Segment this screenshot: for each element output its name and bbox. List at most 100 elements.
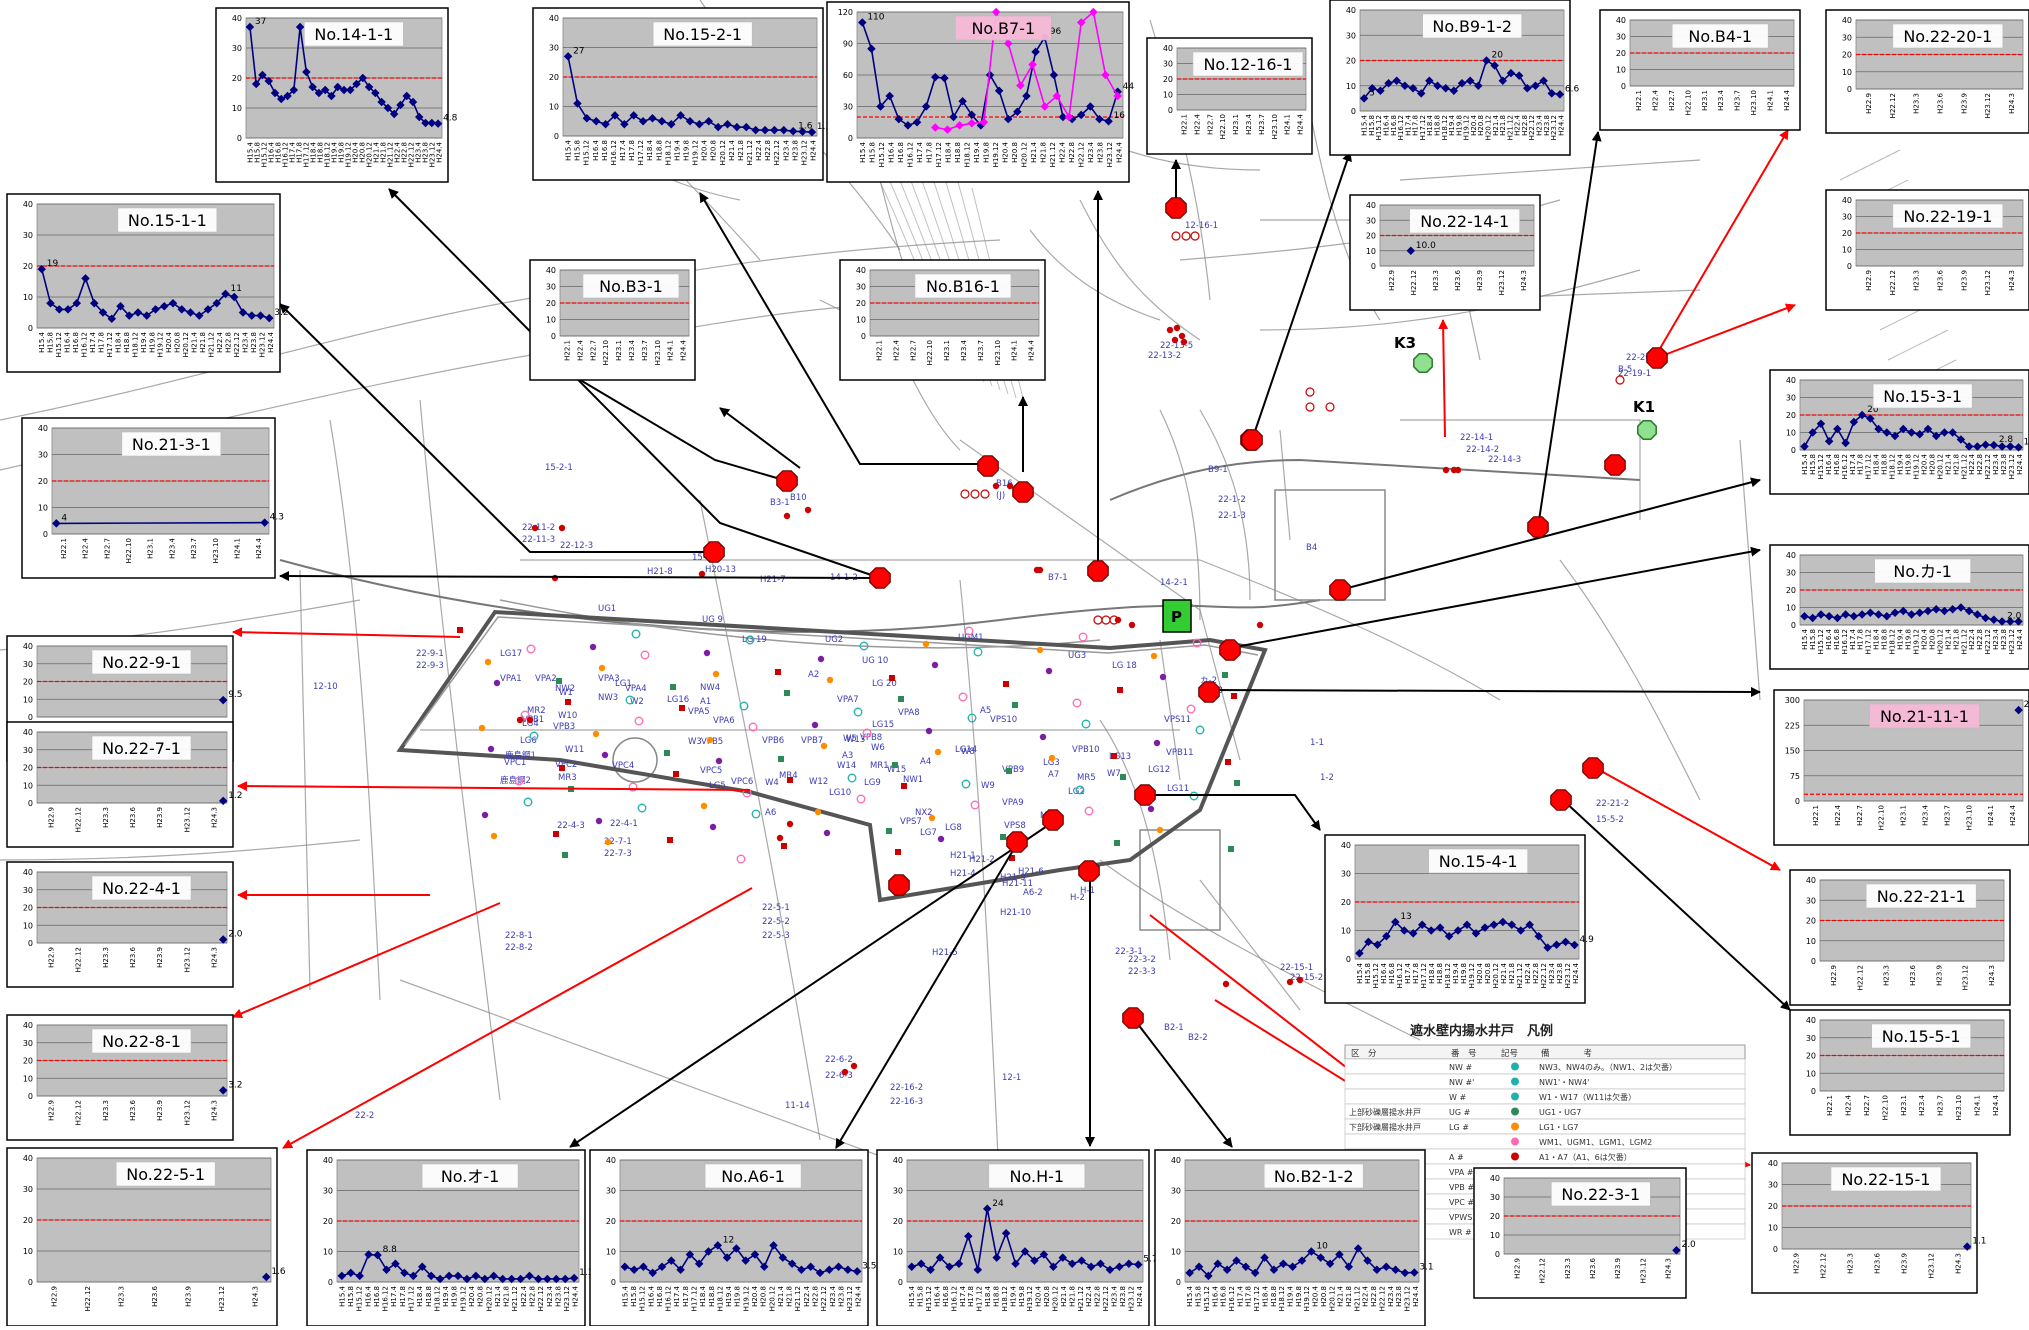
map-label: 22-14-2 [1466, 445, 1499, 455]
red-arrow [1591, 765, 1781, 871]
map-label: 22-7-3 [604, 849, 632, 859]
y-tick-label: 0 [1371, 262, 1376, 271]
well-ring [1072, 698, 1082, 708]
map-label: 22-7-1 [604, 837, 632, 847]
map-label: NX2 [915, 808, 933, 818]
x-tick-label: H16.4 [364, 1285, 372, 1306]
x-tick-label: H17.12 [1865, 629, 1873, 654]
chart-title-box [1830, 1166, 1942, 1192]
map-label: B4 [1306, 543, 1317, 553]
map-label: VPC2 [555, 760, 577, 770]
data-point [1561, 937, 1570, 947]
contour-line [1199, 559, 1501, 701]
x-tick-label: H17.8 [967, 1286, 975, 1307]
data-point [722, 1253, 732, 1262]
x-tick-label: H22.10 [602, 340, 610, 365]
data-point [262, 1272, 271, 1282]
data-point [843, 1265, 853, 1275]
y-tick-label: 30 [1171, 1187, 1181, 1196]
x-tick-label: H24.4 [1297, 113, 1305, 134]
well-dot [592, 730, 600, 738]
x-tick-label: H22.4 [1514, 114, 1522, 135]
x-tick-label: H15.12 [1203, 1286, 1211, 1311]
data-label: 3.2 [274, 308, 288, 318]
legend-header: 番 号 [1451, 1048, 1477, 1059]
x-tick-label: H23.3 [1883, 965, 1891, 986]
data-point [377, 97, 386, 107]
y-tick-label: 0 [28, 713, 33, 722]
data-point [1355, 949, 1364, 958]
data-point [552, 1274, 561, 1284]
series-line [935, 10, 1119, 131]
monitoring-well-marker [1042, 809, 1064, 831]
x-tick-label: H23.12 [1564, 963, 1572, 988]
data-point [1471, 929, 1481, 938]
map-label: 22-15-1 [1280, 963, 1313, 973]
data-point [1899, 424, 1908, 434]
x-tick-label: H22.12 [75, 947, 83, 972]
data-point [1115, 1262, 1124, 1271]
data-label: 20 [1867, 405, 1879, 415]
map-label: LG3 [1043, 758, 1060, 768]
data-point [1372, 1265, 1382, 1275]
map-label: VPA9 [1002, 798, 1024, 808]
y-tick-label: 40 [23, 1154, 33, 1163]
map-label: 22-6-3 [825, 1071, 853, 1081]
x-tick-label: H15.12 [1372, 963, 1380, 988]
x-tick-label: H20.4 [751, 1285, 759, 1306]
x-tick-label: H21.8 [1499, 115, 1507, 136]
well-dot [934, 748, 942, 756]
data-point [1964, 606, 1974, 616]
x-tick-label: H20.4 [468, 1285, 476, 1306]
chart-title: No.カ-1 [1893, 562, 1952, 581]
data-point [694, 1259, 704, 1268]
red-well [804, 506, 812, 514]
chart-title: No.22-8-1 [102, 1032, 181, 1051]
x-tick-label: H23.3 [1432, 270, 1440, 291]
data-point [1194, 1262, 1204, 1271]
black-arrow [1339, 477, 1761, 591]
map-label: VPS10 [990, 715, 1017, 725]
x-tick-label: H24.4 [1028, 339, 1036, 360]
x-tick-label: H18.12 [1278, 1286, 1286, 1311]
data-point [444, 1271, 454, 1281]
x-tick-label: H19.12 [157, 332, 165, 357]
data-label: 1.5 [2024, 437, 2029, 447]
well-dot [820, 742, 828, 750]
data-point [421, 118, 430, 128]
chart-title-box [988, 1163, 1086, 1189]
legend-header: 備 考 [1541, 1048, 1592, 1059]
map-label: LG1 [615, 679, 632, 689]
data-point [1981, 613, 1990, 623]
y-tick-label: 20 [856, 299, 866, 308]
y-tick-label: 40 [38, 424, 48, 433]
x-tick-label: H19.12 [692, 140, 700, 165]
x-tick-label: H19.12 [459, 1286, 467, 1311]
x-tick-label: H20.8 [1043, 1286, 1051, 1307]
y-tick-label: 20 [1366, 232, 1376, 241]
y-tick-label: 0 [28, 799, 33, 808]
x-tick-label: H17.4 [89, 331, 97, 352]
x-tick-label: H22.4 [216, 331, 224, 352]
x-tick-label: H23.12 [1106, 142, 1114, 167]
red-well [558, 524, 566, 532]
chart-title: No.15-5-1 [1882, 1027, 1961, 1046]
y-tick-label: 300 [1785, 696, 1800, 705]
data-point [400, 1268, 409, 1278]
x-tick-label: H22.10 [1684, 90, 1692, 115]
x-tick-label: H17.8 [1857, 629, 1865, 650]
map-label: UG 10 [862, 656, 888, 666]
x-tick-label: H23.8 [1556, 963, 1564, 984]
data-point [1923, 424, 1933, 434]
x-tick-label: H16.8 [1220, 1286, 1228, 1307]
map-label: 22-11-3 [522, 535, 555, 545]
y-tick-label: 40 [23, 642, 33, 651]
map-label: VPA3 [598, 674, 620, 684]
chart-title-box [1892, 23, 2004, 49]
data-point [151, 305, 160, 314]
map-label: 22-20-1 [1626, 353, 1659, 363]
data-point [302, 67, 311, 77]
